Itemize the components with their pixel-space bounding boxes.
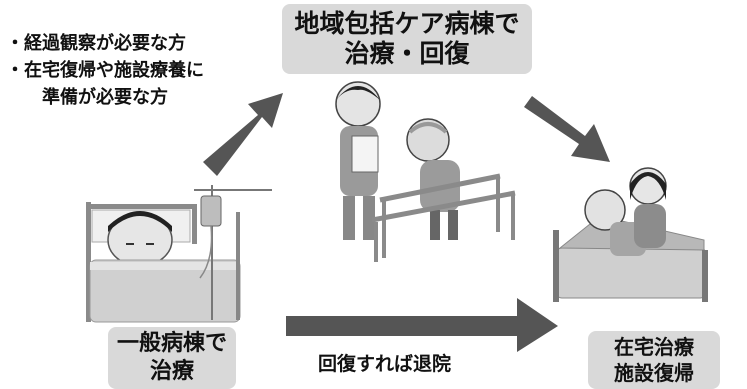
- discharge-caption: 回復すれば退院: [318, 353, 452, 375]
- facility-return-label: 施設復帰: [614, 361, 694, 385]
- general-ward-title: 一般病棟で: [116, 331, 227, 356]
- home-care-illustration: [553, 167, 708, 302]
- community-care-ward-box: 地域包括ケア病棟で 治療・回復: [282, 4, 532, 74]
- patient-conditions-text: ・経過観察が必要な方 ・在宅復帰や施設療養に 準備が必要な方: [6, 30, 256, 111]
- community-care-ward-subtitle: 治療・回復: [344, 39, 470, 68]
- rehabilitation-illustration: [335, 81, 516, 262]
- arrow-right-icon: [286, 298, 558, 352]
- home-facility-box: 在宅治療 施設復帰: [588, 331, 720, 389]
- hospital-bed-illustration: [86, 185, 272, 323]
- arrow-up-right-icon: [203, 93, 283, 176]
- general-ward-subtitle: 治療: [149, 359, 194, 384]
- condition-preparation: 準備が必要な方: [42, 87, 168, 108]
- condition-observation: ・経過観察が必要な方: [6, 33, 186, 54]
- condition-home-return: ・在宅復帰や施設療養に: [6, 60, 204, 81]
- community-care-ward-title: 地域包括ケア病棟で: [294, 9, 520, 38]
- arrow-down-right-icon: [524, 96, 610, 162]
- general-ward-box: 一般病棟で 治療: [108, 327, 236, 389]
- home-care-label: 在宅治療: [614, 335, 694, 359]
